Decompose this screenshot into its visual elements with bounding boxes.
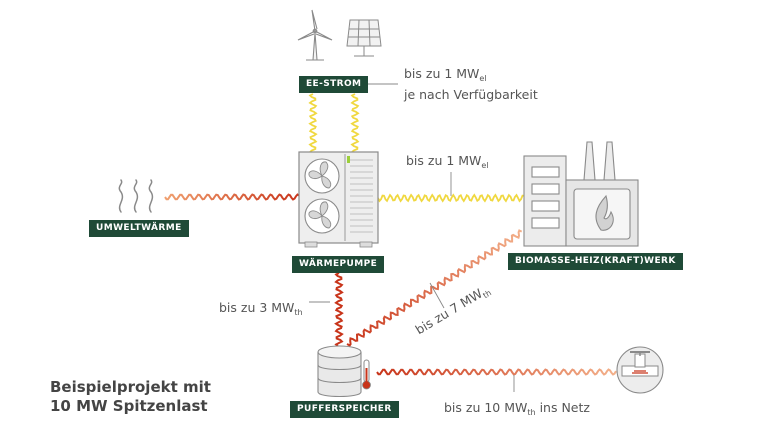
heatpump-thermal-note-unit: th [294,308,303,317]
ee-strom-note-availability: je nach Verfügbarkeit [404,87,538,102]
waermepumpe-label: WÄRMEPUMPE [292,256,385,273]
ee-strom-note: bis zu 1 MWel je nach Verfügbarkeit [404,66,538,103]
heat-pump-icon [298,151,379,248]
grid-thermal-note: bis zu 10 MWth ins Netz [444,400,590,421]
grid-thermal-note-suffix: ins Netz [535,400,590,415]
heatpump-thermal-note: bis zu 3 MWth [219,300,303,321]
grid-thermal-note-value: bis zu 10 MW [444,400,528,415]
biomass-electric-note-value: bis zu 1 MW [406,153,482,168]
biomass-to-heatpump-electric-wave [377,193,524,203]
ambient-heat-wave [164,193,300,201]
project-headline: Beispielprojekt mit 10 MW Spitzenlast [50,378,211,416]
biomass-plant-icon [523,141,639,247]
pufferspeicher-label: PUFFERSPEICHER [290,401,399,418]
headline-line-1: Beispielprojekt mit [50,378,211,396]
solar-panel-icon [346,19,382,57]
ee-strom-note-unit: el [479,74,487,83]
biomass-electric-note: bis zu 1 MWel [406,153,489,174]
wind-turbine-icon [297,9,333,61]
ee-to-heatpump-wave-left [308,93,318,153]
leader-lines [309,83,515,392]
headline-line-2: 10 MW Spitzenlast [50,397,208,415]
heatpump-thermal-note-value: bis zu 3 MW [219,300,295,315]
heat-waves-icon [118,179,154,213]
biomass-to-buffer-wave [346,229,523,347]
district-heating-valve-icon [616,346,664,394]
ee-to-heatpump-wave-right [350,93,360,153]
umweltwaerme-label: UMWELTWÄRME [89,220,189,237]
grid-thermal-note-unit: th [527,408,536,417]
biomass-electric-note-unit: el [481,161,489,170]
ee-strom-label: EE-STROM [299,76,369,93]
thermometer-icon [362,359,371,390]
biomasse-label: BIOMASSE-HEIZ(KRAFT)WERK [508,253,683,270]
heatpump-to-buffer-wave [334,272,344,347]
ee-strom-note-value: bis zu 1 MW [404,66,480,81]
buffer-tank-icon [317,345,362,398]
buffer-to-grid-wave [376,368,617,376]
